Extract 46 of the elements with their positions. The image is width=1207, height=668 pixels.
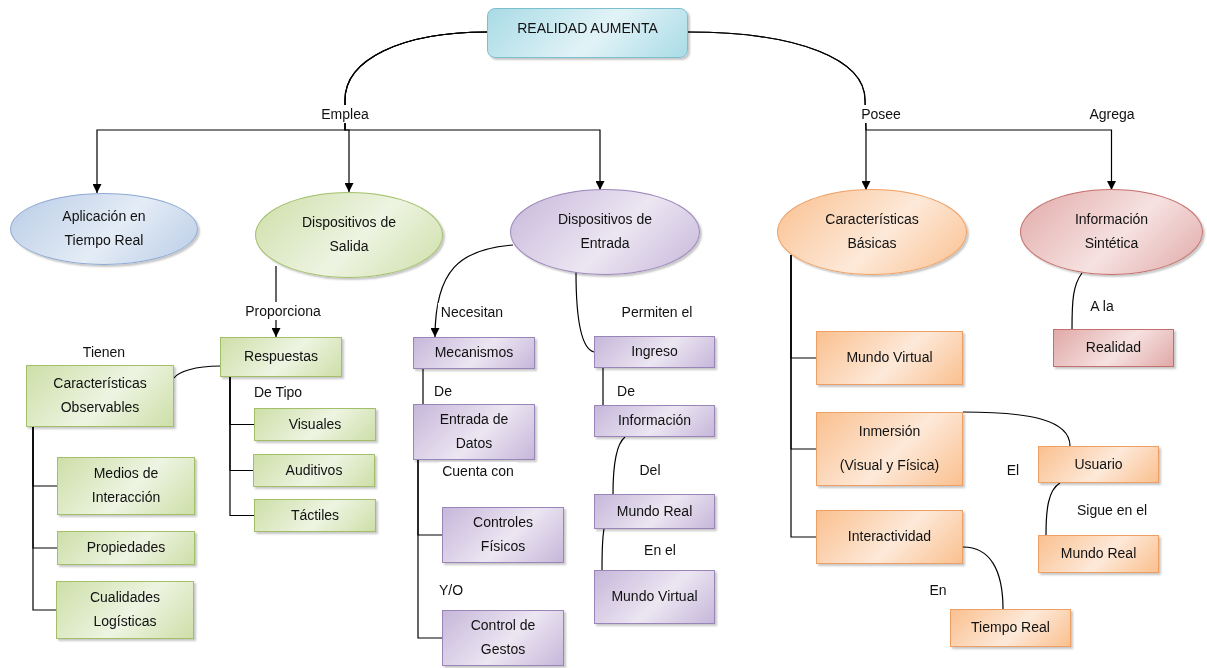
arrow [344,31,605,191]
concept-box: Tiempo Real [950,609,1071,647]
connector-line [790,254,817,538]
concept-ellipse: Aplicación en Tiempo Real [10,193,198,265]
concept-box: Realidad [1053,329,1174,367]
concept-ellipse: Dispositivos de Salida [255,192,443,278]
concept-box: Propiedades [57,531,195,565]
concept-box: Entrada de Datos [413,404,535,460]
connector-line [32,426,57,611]
concept-box: Auditivos [253,454,375,487]
connector-line [1071,272,1083,330]
connector-line [575,271,595,353]
connector-line [602,367,604,406]
concept-box: Mundo Real [1038,535,1159,573]
connector-line [173,365,221,379]
concept-box: Mundo Virtual [594,570,715,624]
concept-box: Mecanismos [413,337,535,369]
connector-line [962,546,1004,610]
concept-box: Táctiles [254,499,376,532]
concept-ellipse: Características Básicas [777,189,967,275]
concept-box: Controles Físicos [442,507,564,563]
concept-box: Mundo Real [594,494,715,529]
concept-box: Inmersión (Visual y Física) [816,412,963,486]
concept-box: Información [594,405,715,437]
connector-line [229,376,255,517]
concept-box: Visuales [254,408,376,441]
concept-box: Control de Gestos [442,610,564,666]
connector-line [601,528,605,571]
concept-box: Cualidades Logísticas [56,581,194,639]
concept-box: Medios de Interacción [57,457,195,515]
concept-box: Ingreso [594,336,715,368]
arrow [430,244,514,338]
concept-box: Características Observables [26,365,174,427]
connector-line [1045,482,1061,536]
concept-box: Usuario [1038,446,1159,483]
concept-box: Mundo Virtual [816,331,963,385]
connector-line [417,459,443,639]
concept-box: Interactividad [816,510,963,564]
connector-line [962,411,1071,447]
concept-ellipse: Información Sintética [1020,189,1203,275]
concept-box: Respuestas [220,337,342,377]
connector-line [422,368,424,405]
concept-ellipse: Dispositivos de Entrada [510,189,700,275]
title-box: REALIDAD AUMENTA [487,8,688,58]
arrow [687,31,1116,191]
connector-line [612,436,626,495]
